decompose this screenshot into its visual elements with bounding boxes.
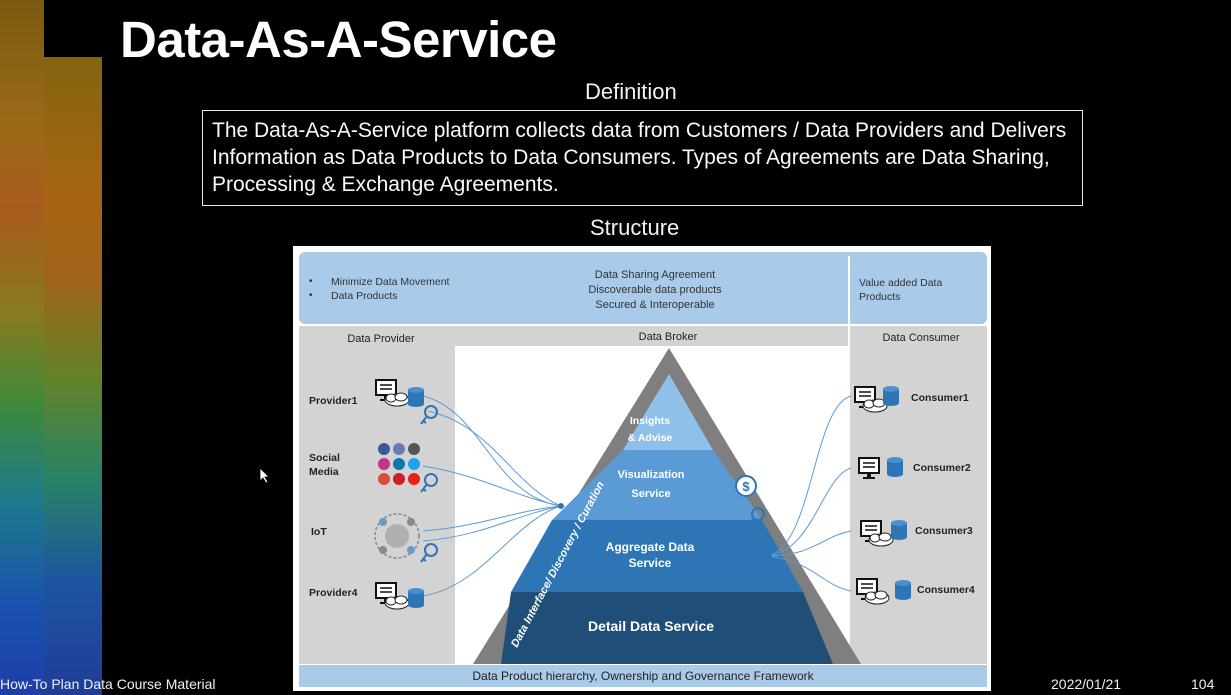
consumer-2-database-icon xyxy=(887,457,903,477)
consumer-4-label: Consumer4 xyxy=(917,584,975,596)
level-1-label-a: Insights xyxy=(630,415,670,427)
definition-text: The Data-As-A-Service platform collects … xyxy=(212,119,1067,196)
provider-1-database-icon xyxy=(408,387,424,407)
svg-text:$: $ xyxy=(742,479,750,494)
level-4-label: Detail Data Service xyxy=(588,618,714,634)
level-2-label-a: Visualization xyxy=(617,469,684,481)
pyramid-level-4 xyxy=(501,592,833,664)
consumer-2-label: Consumer2 xyxy=(913,462,971,474)
level-3-label-a: Aggregate Data xyxy=(606,540,695,554)
slide-title: Data-As-A-Service xyxy=(120,11,557,68)
structure-diagram: • Minimize Data Movement • Data Products… xyxy=(293,246,991,691)
consumer-4-cloud-icon xyxy=(864,590,890,605)
pyramid-level-3 xyxy=(511,520,803,592)
level-1-label-b: & Advise xyxy=(628,432,673,444)
structure-heading: Structure xyxy=(590,215,680,240)
consumer-4-database-icon xyxy=(895,580,911,600)
footer-course-title: How-To Plan Data Course Material xyxy=(0,676,216,692)
social-media-icons xyxy=(378,443,420,485)
iot-icon xyxy=(374,513,420,559)
provider-header: Data Provider xyxy=(347,333,415,345)
decorative-color-bar-left xyxy=(0,0,44,695)
social-label-a: Social xyxy=(309,452,340,464)
iot-label: IoT xyxy=(311,526,327,538)
dollar-icon: $ xyxy=(735,475,757,497)
provider-4-database-icon xyxy=(408,588,424,608)
consumer-3-label: Consumer3 xyxy=(915,525,973,537)
consumer-1-database-icon xyxy=(883,386,899,406)
top-right-line-2: Products xyxy=(859,291,900,303)
broker-header: Data Broker xyxy=(639,331,698,343)
top-left-bullet-1: Minimize Data Movement xyxy=(331,276,450,288)
top-center-line-2: Discoverable data products xyxy=(588,284,722,296)
top-center-line-3: Secured & Interoperable xyxy=(595,299,714,311)
definition-heading: Definition xyxy=(585,79,677,104)
top-center-line-1: Data Sharing Agreement xyxy=(595,269,715,281)
provider-4-cloud-icon xyxy=(384,595,410,610)
mouse-cursor-icon xyxy=(260,468,270,484)
level-2-label-b: Service xyxy=(631,488,670,500)
provider-1-cloud-icon xyxy=(384,392,410,407)
decorative-color-bar-right xyxy=(44,57,102,695)
footer-date: 2022/01/21 xyxy=(1051,676,1122,692)
pyramid-level-2 xyxy=(552,450,762,520)
pyramid-level-1 xyxy=(623,374,713,450)
consumer-3-database-icon xyxy=(891,520,907,540)
top-right-line-1: Value added Data xyxy=(859,277,942,289)
consumer-1-label: Consumer1 xyxy=(911,392,969,404)
svg-text:•: • xyxy=(309,276,313,287)
footer-page-number: 104 xyxy=(1191,676,1215,692)
provider-4-label: Provider4 xyxy=(309,587,358,599)
level-3-label-b: Service xyxy=(629,556,672,570)
definition-box: The Data-As-A-Service platform collects … xyxy=(202,110,1083,206)
connector-lines xyxy=(422,395,852,597)
social-label-b: Media xyxy=(309,466,339,478)
consumer-header: Data Consumer xyxy=(882,332,959,344)
consumer-3-cloud-icon xyxy=(868,532,894,547)
bottom-bar-label: Data Product hierarchy, Ownership and Go… xyxy=(472,669,814,683)
svg-text:•: • xyxy=(309,290,313,301)
provider-1-label: Provider1 xyxy=(309,395,358,407)
bottom-governance-bar xyxy=(299,665,987,687)
top-left-bullet-2: Data Products xyxy=(331,290,398,302)
top-agreement-bar xyxy=(299,252,987,324)
